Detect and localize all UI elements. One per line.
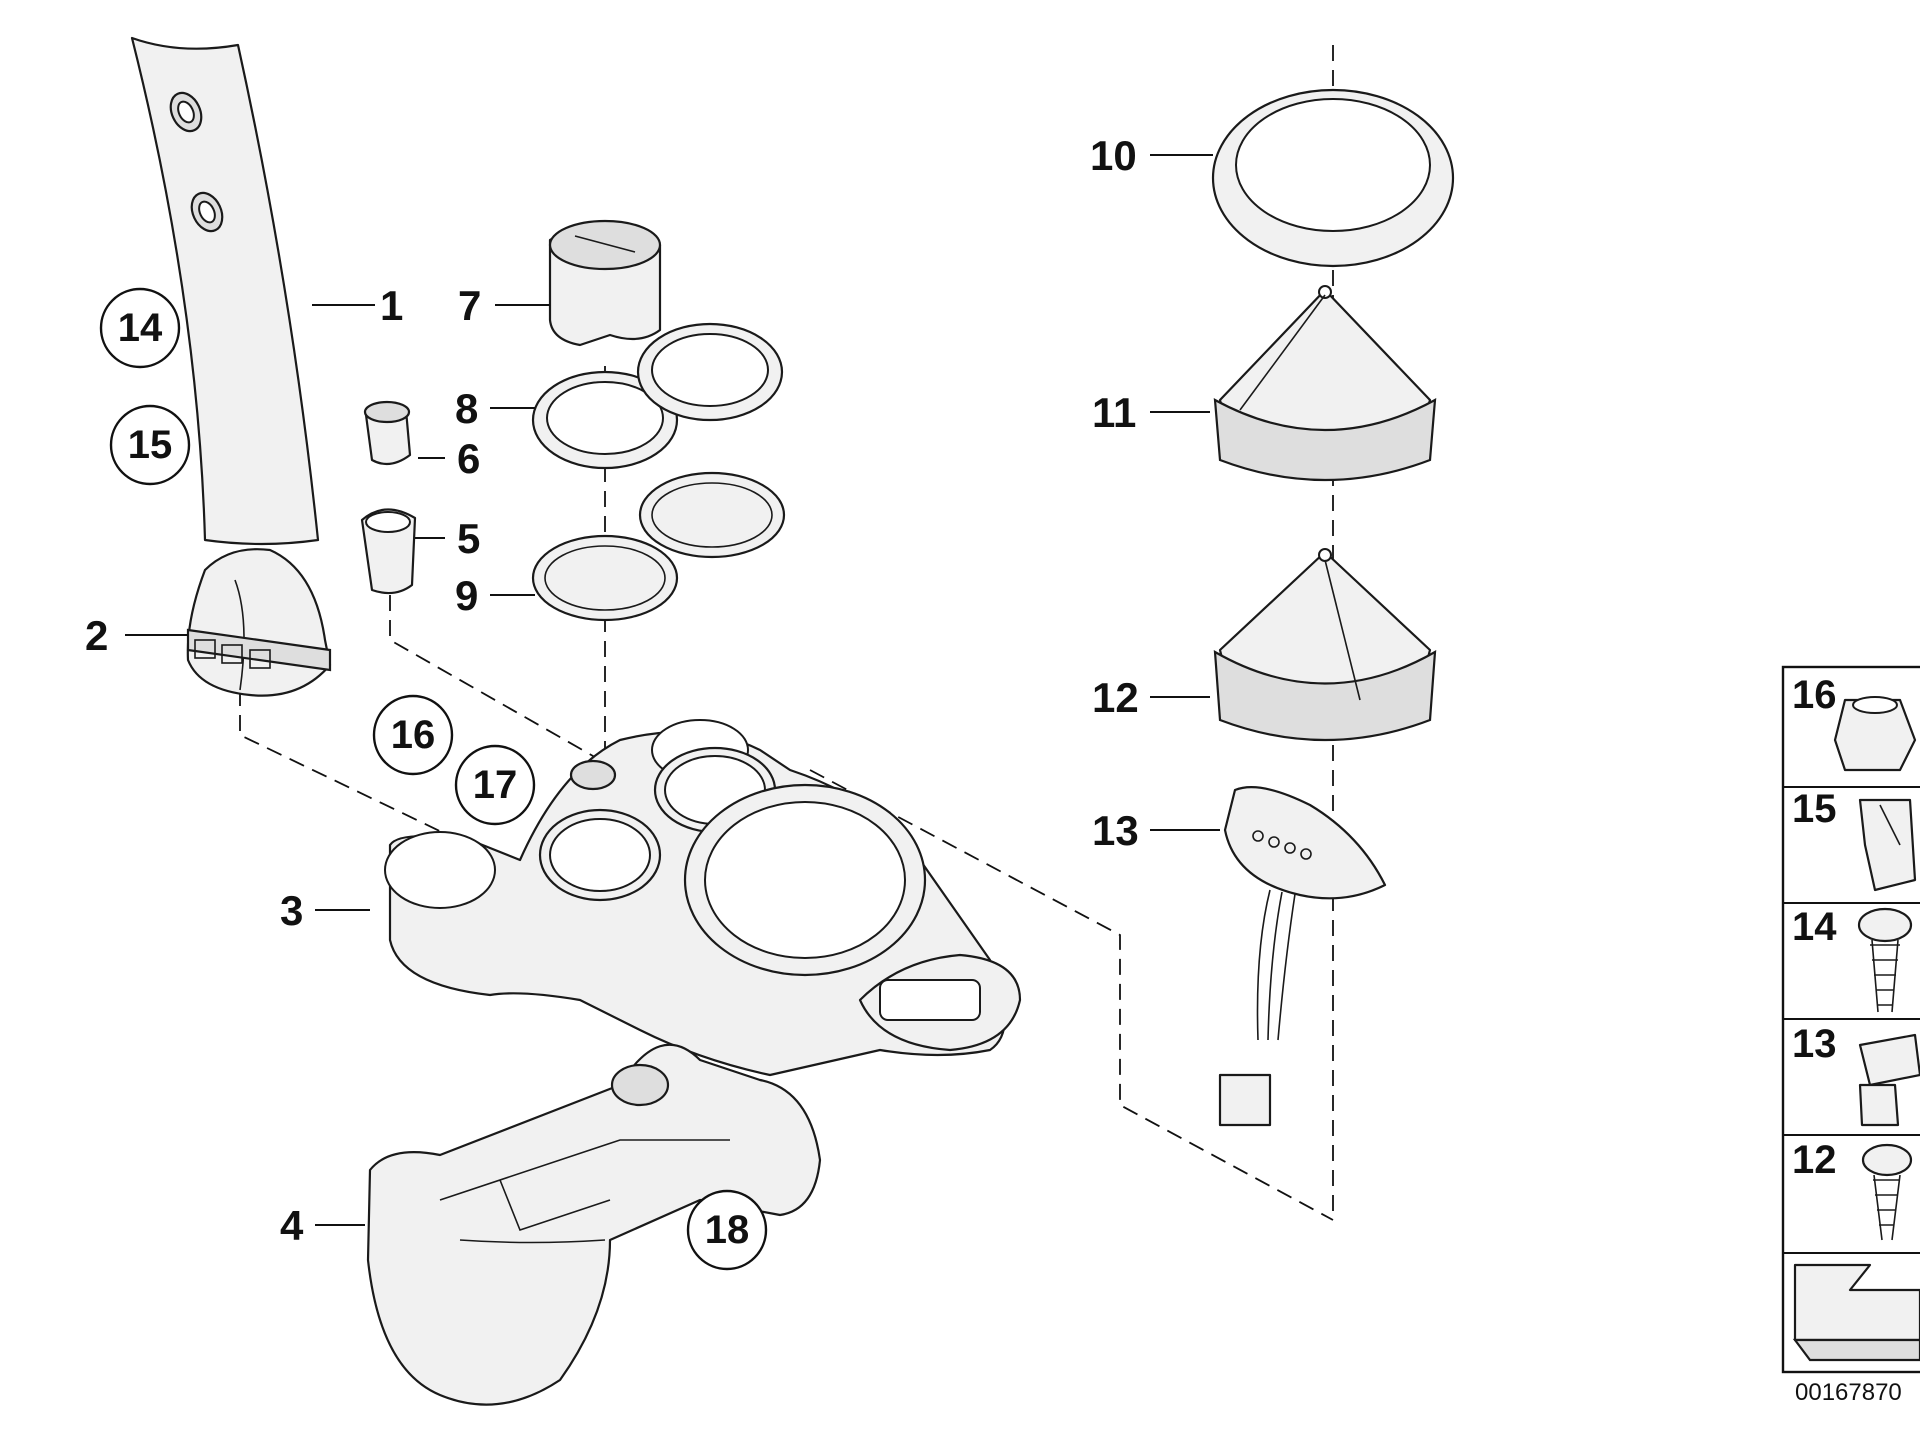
- circled-ref-15: 15: [128, 423, 173, 467]
- part-3-center-console: [384, 719, 1022, 1077]
- fastener-legend: 16 15 14 13 12: [1781, 665, 1920, 1374]
- part-11-gear-boot: [1213, 285, 1437, 482]
- circled-ref-17: 17: [473, 763, 518, 807]
- callout-6: 6: [457, 435, 480, 482]
- part-2-mount: [186, 548, 332, 697]
- callout-9: 9: [455, 572, 478, 619]
- document-id: 00167870: [1795, 1379, 1902, 1406]
- self-tapping-screw-icon: [1861, 1143, 1913, 1241]
- circled-ref-16: 16: [391, 713, 436, 757]
- part-7-cup-insert: [548, 219, 662, 347]
- callout-7: 7: [458, 282, 481, 329]
- clip-nut-icon: [1858, 798, 1917, 892]
- spring-nut-icon: [1858, 1033, 1920, 1127]
- callout-2: 2: [85, 612, 108, 659]
- callout-12: 12: [1092, 674, 1139, 721]
- hex-nut-icon: [1833, 696, 1917, 772]
- legend-num-16: 16: [1792, 673, 1837, 717]
- part-9-mats: [531, 471, 786, 622]
- legend-num-12: 12: [1792, 1138, 1837, 1182]
- callout-10: 10: [1090, 132, 1137, 179]
- circled-references: 14 15 16 17 18: [99, 287, 768, 1271]
- part-8-rings: [531, 322, 784, 470]
- callout-numbers: 1 2 3 4 5 6 7 8 9 10 11 12 13: [85, 132, 1139, 1249]
- callout-13: 13: [1092, 807, 1139, 854]
- callout-11: 11: [1092, 389, 1136, 436]
- callout-8: 8: [455, 385, 478, 432]
- legend-num-14: 14: [1792, 905, 1837, 949]
- callout-1: 1: [380, 282, 403, 329]
- legend-num-13: 13: [1792, 1022, 1837, 1066]
- circled-ref-18: 18: [705, 1208, 750, 1252]
- callout-3: 3: [280, 887, 303, 934]
- leader-lines: [125, 154, 1220, 1226]
- part-10-trim-ring: [1211, 88, 1455, 268]
- direction-arrow-icon: [1792, 1263, 1920, 1362]
- callout-4: 4: [280, 1202, 304, 1249]
- circled-ref-14: 14: [118, 306, 163, 350]
- screw-icon: [1857, 907, 1913, 1013]
- part-12-gear-boot-frame: [1213, 548, 1437, 742]
- part-4-base-tray: [366, 1043, 822, 1406]
- part-13-indicator-harness: [1218, 786, 1387, 1127]
- part-5-socket: [360, 508, 417, 595]
- part-1-pillar-trim: [130, 36, 320, 546]
- part-6-plug: [363, 400, 412, 466]
- legend-num-15: 15: [1792, 787, 1837, 831]
- callout-5: 5: [457, 515, 480, 562]
